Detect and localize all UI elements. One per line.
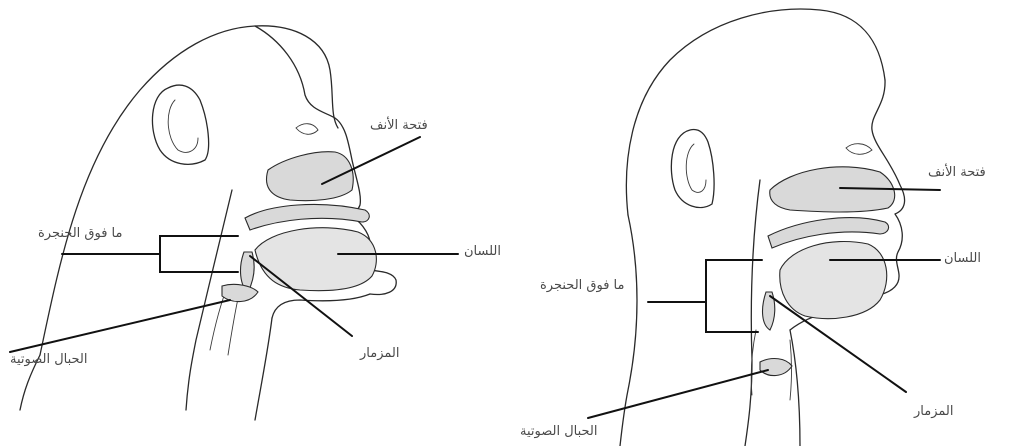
right-label-nasal-cavity: فتحة الأنف	[928, 165, 986, 180]
left-throat-back	[186, 190, 232, 410]
left-supralaryngeal-bracket	[62, 236, 238, 272]
left-tongue	[255, 228, 376, 291]
right-label-vocal-cords: الحبال الصوتية	[520, 424, 598, 439]
right-label-supralaryngeal: ما فوق الحنجرة	[540, 278, 624, 293]
right-ear	[671, 130, 714, 208]
right-neck-back	[620, 215, 637, 446]
right-label-tongue: اللسان	[944, 251, 981, 266]
right-head-illustration	[620, 9, 905, 446]
left-label-tongue: اللسان	[464, 244, 501, 259]
right-eye	[846, 144, 872, 155]
left-ear	[152, 85, 208, 164]
right-label-epiglottis: المزمار	[914, 404, 953, 419]
right-vocal-folds	[760, 359, 792, 376]
left-vocal-folds	[222, 284, 258, 301]
left-ear-inner	[168, 100, 198, 152]
right-throat-front	[790, 330, 800, 446]
right-tongue	[780, 242, 887, 319]
left-jaw	[272, 294, 370, 318]
left-label-vocal-cords: الحبال الصوتية	[10, 352, 88, 367]
left-vocal-cords-leader	[10, 300, 230, 352]
left-eye	[296, 124, 318, 135]
left-palate	[245, 204, 369, 230]
left-throat-front	[255, 318, 272, 420]
right-supralaryngeal-bracket	[648, 260, 762, 332]
left-label-epiglottis: المزمار	[360, 346, 399, 361]
right-ear-inner	[686, 144, 706, 192]
right-vocal-cords-leader	[588, 370, 768, 418]
left-label-supralaryngeal: ما فوق الحنجرة	[38, 226, 122, 241]
left-label-nasal-cavity: فتحة الأنف	[370, 118, 428, 133]
right-throat-back	[745, 180, 760, 446]
